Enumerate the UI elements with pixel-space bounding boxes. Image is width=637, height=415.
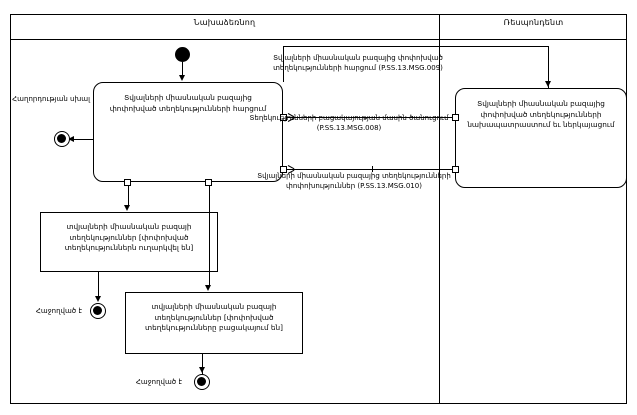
arrowhead-success-end-1 (94, 296, 101, 302)
edge-object-b-to-end (202, 354, 203, 377)
edge-msg010-tick (372, 166, 373, 172)
edge-msg010-horizontal (287, 169, 455, 170)
end-label-success-2: Հաջողված է (135, 378, 182, 386)
edge-object-a-to-end (98, 272, 99, 297)
message-label-msg009: Տվյալների միասնական բազայից փոփոխված տեղ… (273, 54, 443, 72)
swimlane-title-respondent: Ռեսպոնդենտ (503, 18, 564, 27)
swimlane-header-row (10, 14, 627, 40)
initial-node (175, 47, 190, 62)
end-node-success-2 (194, 374, 210, 390)
message-label-msg008: Տեղեկությունների բացակայության մասին ծան… (249, 114, 449, 132)
activity-respondent-prepare[interactable]: Տվյալների միասնական բազայից փոփոխված տեղ… (455, 88, 627, 188)
object-node-absent[interactable]: տվյալների միասնական բազայի տեղեկությունն… (125, 292, 303, 354)
edge-request-to-error-end (70, 139, 94, 140)
end-node-error (54, 131, 70, 147)
end-node-success-1 (90, 303, 106, 319)
swimlane-divider (439, 14, 440, 404)
arrowhead-object-a (124, 205, 130, 211)
diagram-frame (10, 14, 627, 404)
arrowhead-error-end (68, 135, 74, 142)
edge-pin-to-object-b (208, 186, 210, 286)
edge-msg009-drop (548, 46, 549, 88)
edge-msg009-riser (283, 46, 284, 82)
edge-msg008-horizontal (287, 117, 455, 118)
swimlane-title-initiator: Նախաձեռնող (193, 18, 256, 27)
pin-initiator-msg008 (280, 114, 287, 121)
end-label-error: Հաղորդության սխալ (12, 95, 90, 103)
arrowhead-msg009 (544, 81, 551, 87)
pin-respondent-msg008 (452, 114, 459, 121)
edge-msg009-horizontal (283, 46, 549, 47)
message-label-msg010: Տվյալների միասնական բազայից տեղեկություն… (257, 172, 451, 190)
arrowhead-object-b (205, 285, 211, 291)
edge-pin-to-object-a (127, 186, 129, 206)
pin-output-right (205, 179, 212, 186)
object-node-sent[interactable]: տվյալների միասնական բազայի տեղեկությունն… (40, 212, 218, 272)
activity-initiator-request[interactable]: Տվյալների միասնական բազայից փոփոխված տեղ… (93, 82, 283, 182)
pin-initiator-msg010 (280, 166, 287, 173)
end-label-success-1: Հաջողված է (35, 307, 82, 315)
arrowhead-start-to-request (178, 75, 185, 81)
arrowhead-success-end-2 (198, 367, 205, 373)
pin-output-left (124, 179, 131, 186)
pin-respondent-msg010 (452, 166, 459, 173)
edge-start-to-request (182, 62, 183, 76)
